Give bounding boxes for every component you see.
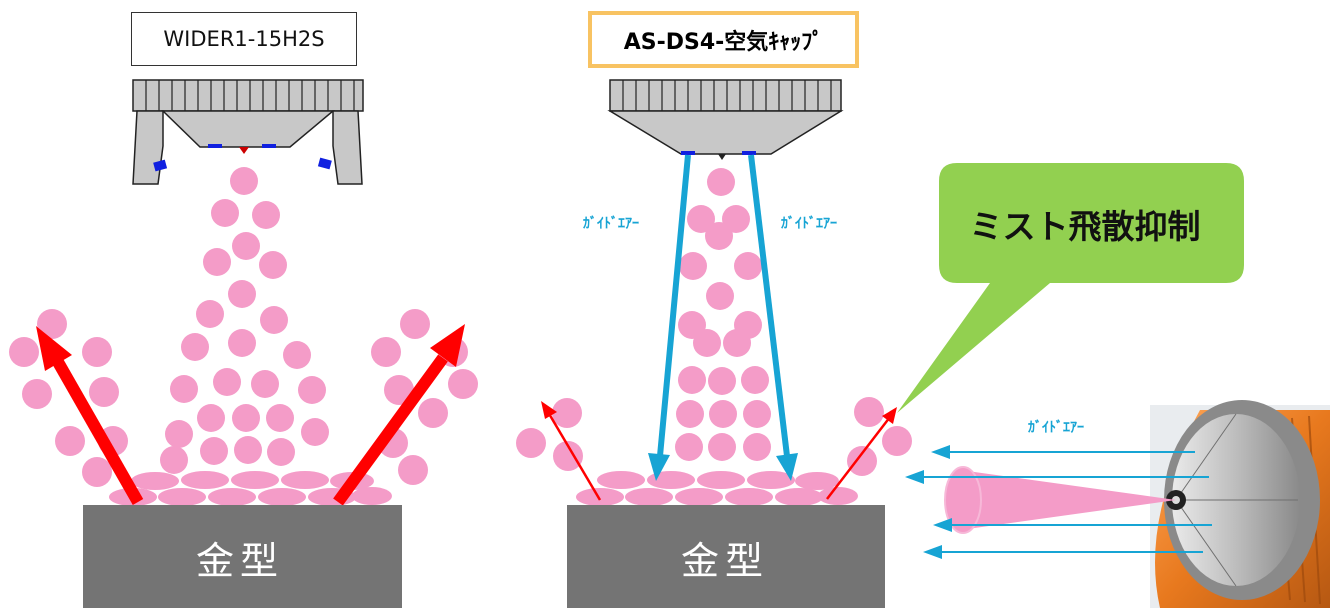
fluid-port [208, 144, 222, 148]
guide-air-label-right: ｶﾞｲﾄﾞｴｱｰ [781, 216, 837, 232]
guide-air-label-side: ｶﾞｲﾄﾞｴｱｰ [1028, 420, 1084, 436]
guide-air-arrows [648, 154, 798, 481]
gun-model-label-left: WIDER1-15H2S [131, 12, 357, 66]
side-guide-air-arrows [905, 445, 1212, 559]
mold-label-left: 金型 [196, 539, 285, 583]
left-scatter-arrows [36, 324, 465, 506]
callout-text: ミスト飛散抑制 [969, 207, 1201, 246]
right-spray-gun [607, 79, 844, 160]
right-scatter-arrows [541, 401, 897, 501]
air-cap-illustration [1150, 400, 1330, 608]
mist-suppression-callout [897, 163, 1244, 413]
left-mold [83, 505, 402, 608]
fluid-port [262, 144, 276, 148]
left-spray-gun [132, 79, 364, 185]
right-mold [567, 505, 885, 608]
mold-label-right: 金型 [681, 539, 770, 583]
spray-cone [944, 466, 1176, 534]
guide-air-label-left: ｶﾞｲﾄﾞｴｱｰ [583, 216, 639, 232]
left-mist-droplets [9, 167, 478, 506]
gun-model-label-right: AS-DS4-空気ｷｬｯﾌﾟ [588, 11, 859, 68]
right-mist-droplets [516, 168, 912, 506]
